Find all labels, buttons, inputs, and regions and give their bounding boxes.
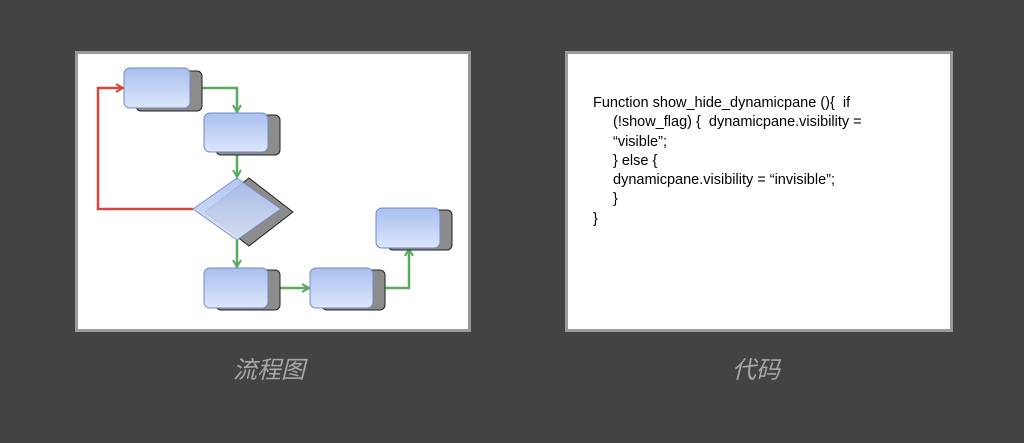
arrow-1-2: [190, 86, 237, 112]
code-line: dynamicpane.visibility = “invisible”;: [613, 172, 836, 189]
process-node-2: [203, 112, 281, 156]
code-line: } else {: [613, 152, 658, 169]
code-line: }: [613, 191, 618, 208]
flowchart-panel: [75, 51, 471, 332]
code-caption: 代码: [732, 357, 780, 384]
process-node-5: [375, 207, 453, 251]
process-node-1: [123, 67, 203, 112]
flowchart-caption: 流程图: [233, 357, 305, 384]
decision-node: [192, 177, 294, 247]
code-line: Function show_hide_dynamicpane (){ if: [593, 95, 851, 111]
code-line: “visible”;: [613, 133, 667, 150]
code-block: Function show_hide_dynamicpane (){ if (!…: [593, 94, 862, 229]
process-node-4: [309, 267, 386, 311]
code-line: (!show_flag) { dynamicpane.visibility =: [613, 114, 862, 131]
process-node-3: [203, 267, 281, 311]
loop-arrow: [96, 88, 193, 211]
flowchart: [96, 67, 453, 311]
code-line: }: [593, 210, 598, 227]
code-panel: Function show_hide_dynamicpane (){ if (!…: [565, 51, 953, 332]
